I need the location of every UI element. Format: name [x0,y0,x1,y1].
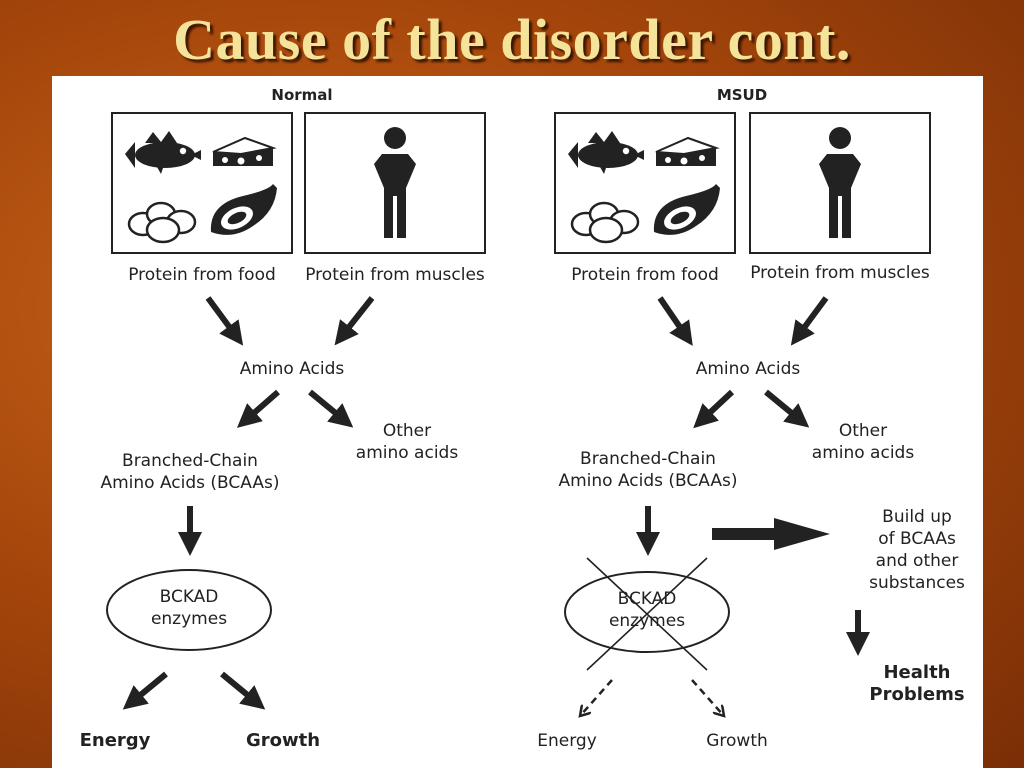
person-icon [374,127,416,238]
msud-other-line1: Other [838,421,888,441]
arrow-food-to-amino-normal [205,296,244,346]
eggs-icon [570,201,640,244]
arrow-to-buildup [712,518,830,550]
msud-buildup-line1: Build up [882,507,952,527]
normal-food-label: Protein from food [128,265,276,285]
arrow-amino-to-bcaa-msud [693,389,735,429]
person-icon [819,127,861,238]
cheese-icon [655,136,720,166]
arrow-amino-to-other-normal [308,389,354,428]
normal-growth: Growth [245,730,321,751]
normal-bcaa-line1: Branched-Chain [122,451,258,471]
dashed-arrow-energy-msud [580,679,613,716]
msud-amino-acids: Amino Acids [695,359,801,379]
msud-food-box [554,112,736,254]
msud-health-line1: Health [883,662,951,683]
msud-buildup-line3: and other [875,551,959,571]
diagram-panel: Normal MSUD [52,76,983,768]
msud-other-line2: amino acids [811,443,915,463]
msud-muscle-box [749,112,931,254]
msud-bcaa-line2: Amino Acids (BCAAs) [558,471,738,491]
msud-buildup-line2: of BCAAs [878,529,956,549]
arrow-enzyme-to-growth-normal [220,671,266,710]
arrow-muscle-to-amino-msud [790,296,829,346]
flow-arrows [106,296,870,768]
dashed-arrow-growth-msud [691,679,724,716]
arrow-enzyme-to-energy-normal [122,671,168,710]
msud-buildup-line4: substances [869,573,965,593]
enzyme-ellipse-normal [106,569,272,651]
arrow-amino-to-bcaa-normal [236,389,280,428]
msud-bcaa-line1: Branched-Chain [580,449,716,469]
normal-other-line1: Other [382,421,432,441]
meat-icon [210,184,277,235]
normal-amino-acids: Amino Acids [239,359,345,379]
fish-icon [568,131,644,174]
normal-header: Normal [271,86,333,104]
msud-header: MSUD [716,86,768,104]
fish-icon [125,131,201,174]
normal-muscle-box [304,112,486,254]
enzyme-ellipse-msud [564,571,730,653]
normal-food-box [111,112,293,254]
arrow-muscle-to-amino-normal [334,296,375,346]
msud-food-label: Protein from food [571,265,719,285]
msud-enzyme-line2: enzymes [608,611,686,631]
normal-muscle-label: Protein from muscles [305,265,485,285]
normal-enzyme-line1: BCKAD [159,587,219,607]
msud-health-line2: Problems [869,684,965,705]
normal-other-line2: amino acids [355,443,459,463]
msud-enzyme-line1: BCKAD [617,589,677,609]
msud-muscle-label: Protein from muscles [750,263,930,283]
normal-bcaa-line2: Amino Acids (BCAAs) [100,473,280,493]
msud-growth: Growth [706,731,768,751]
arrow-food-to-amino-msud [657,296,693,346]
slide-title: Cause of the disorder cont. [173,7,851,72]
cheese-icon [212,136,277,166]
meat-icon [653,184,720,235]
msud-energy: Energy [537,731,597,751]
blocked-cross [586,557,708,671]
normal-energy: Energy [79,730,151,751]
eggs-icon [127,201,197,244]
normal-enzyme-line2: enzymes [150,609,228,629]
arrow-amino-to-other-msud [764,389,810,428]
